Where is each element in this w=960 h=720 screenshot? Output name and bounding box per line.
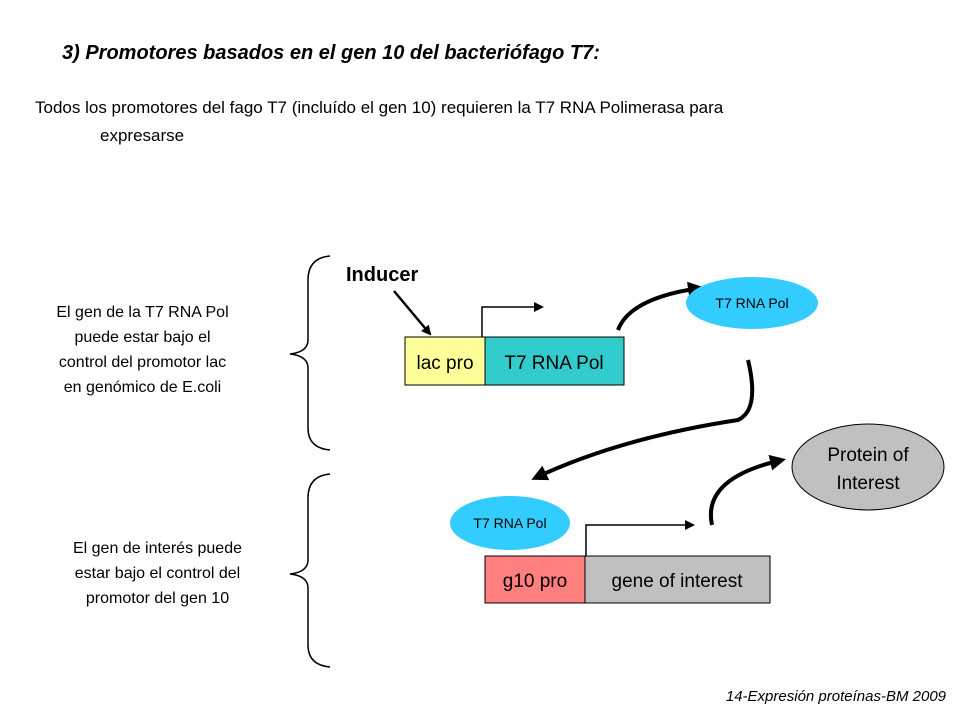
t7-polymerase-product <box>686 277 818 329</box>
inducer-arrow <box>393 290 432 336</box>
protein-of-interest-label-2: Interest <box>836 473 900 494</box>
intro-line-1: Todos los promotores del fago T7 (incluí… <box>35 98 724 117</box>
footer-credit: 14-Expresión proteínas-BM 2009 <box>725 688 946 705</box>
interest-translation-arrow <box>708 454 786 526</box>
gene-of-interest-label: gene of interest <box>612 571 744 592</box>
lower-side-line: estar bajo el control del <box>74 565 241 582</box>
upper-brace <box>289 255 331 451</box>
upper-side-line: El gen de la T7 RNA Pol <box>56 304 229 321</box>
lac-promoter-label: lac pro <box>416 353 473 374</box>
t7-gene-label: T7 RNA Pol <box>504 353 603 374</box>
upper-side-line: control del promotor lac <box>58 354 227 371</box>
g10-transcription-start-arrow <box>585 520 695 556</box>
g10-promoter-box <box>484 555 586 604</box>
intro-line-2: expresarse <box>100 126 185 145</box>
lower-side-note: El gen de interés puede estar bajo el co… <box>30 536 285 611</box>
protein-of-interest-label-1: Protein of <box>827 445 909 466</box>
t7-polymerase-bound <box>450 496 570 550</box>
t7-translation-arrow <box>616 281 704 331</box>
protein-of-interest <box>791 423 945 511</box>
lower-side-line: promotor del gen 10 <box>85 590 230 607</box>
slide-title: 3) Promotores basados en el gen 10 del b… <box>62 42 600 64</box>
g10-promoter-label: g10 pro <box>503 571 567 592</box>
lac-transcription-start-arrow <box>481 302 544 337</box>
t7-gene-box <box>484 336 625 386</box>
lower-brace <box>289 473 331 668</box>
gene-of-interest-box <box>584 555 771 604</box>
upper-side-line: en genómico de E.coli <box>63 379 222 396</box>
t7-polymerase-bound-label: T7 RNA Pol <box>473 515 546 531</box>
t7-polymerase-product-label: T7 RNA Pol <box>715 295 788 311</box>
lower-side-line: El gen de interés puede <box>72 540 242 557</box>
upper-side-note: El gen de la T7 RNA Pol puede estar bajo… <box>20 300 265 400</box>
upper-side-line: puede estar bajo el <box>74 329 211 346</box>
polymerase-transfer-arrow <box>531 359 755 481</box>
inducer-label: Inducer <box>346 264 418 286</box>
